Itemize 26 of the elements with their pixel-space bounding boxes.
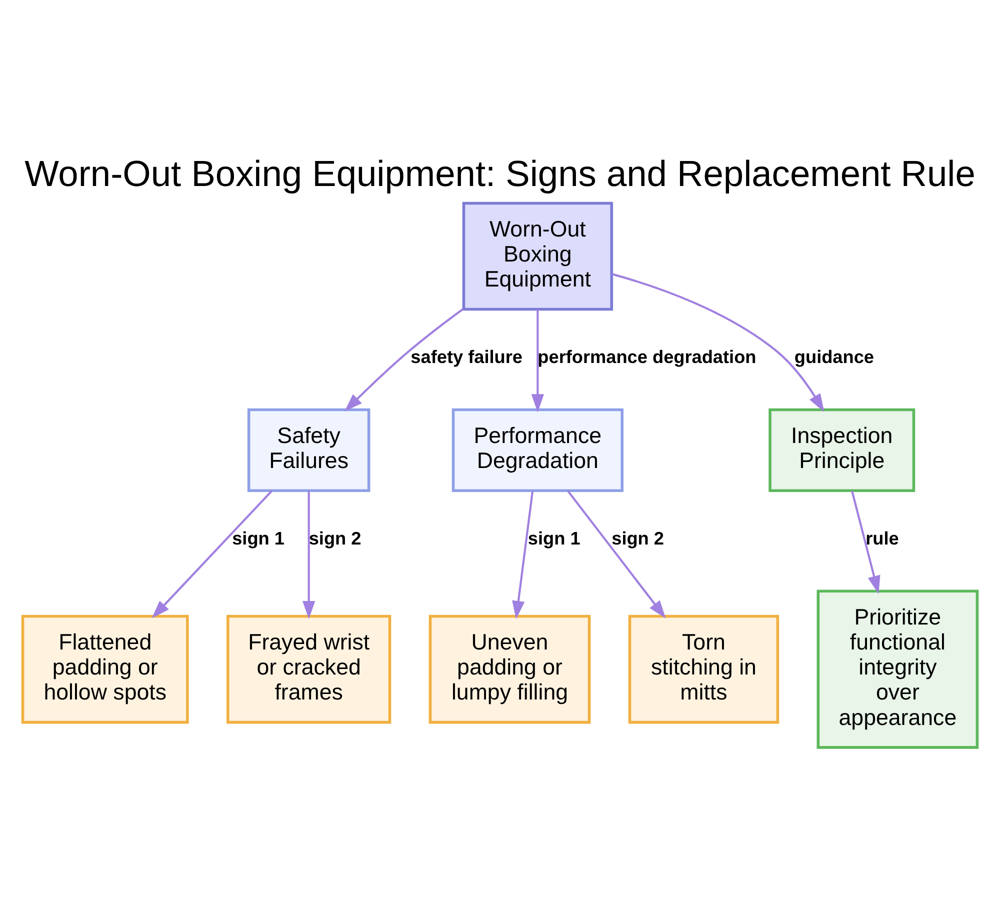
edge-label: sign 1 xyxy=(232,528,284,548)
edge-label: guidance xyxy=(794,346,874,367)
node-box: Worn-Out Boxing Equipment xyxy=(462,202,614,311)
edge-label: rule xyxy=(866,528,899,548)
edge-label: sign 2 xyxy=(308,528,362,548)
node-box: Uneven padding or lumpy filling xyxy=(428,614,591,724)
node-box: Flattened padding or hollow spots xyxy=(21,614,189,724)
node-box: Torn stitching in mitts xyxy=(628,614,780,724)
node-box: Safety Failures xyxy=(247,408,370,492)
diagram-title: Worn-Out Boxing Equipment: Signs and Replacement Rule xyxy=(24,153,976,194)
arrow xyxy=(531,309,544,412)
arrow xyxy=(850,490,880,594)
edge-label: sign 1 xyxy=(528,528,580,548)
arrow xyxy=(344,308,464,412)
edge-label: sign 2 xyxy=(612,528,664,548)
arrow xyxy=(566,490,666,618)
arrow xyxy=(612,273,824,412)
edge-label: safety failure xyxy=(410,346,523,367)
arrow xyxy=(152,490,273,618)
arrow xyxy=(512,490,534,620)
arrow xyxy=(302,490,316,620)
node-box: Prioritize functional integrity over appearance xyxy=(816,590,979,749)
node-box: Frayed wrist or cracked frames xyxy=(226,614,392,724)
edge-label: performance degradation xyxy=(538,346,756,367)
node-box: Performance Degradation xyxy=(452,408,624,492)
node-box: Inspection Principle xyxy=(768,408,916,492)
